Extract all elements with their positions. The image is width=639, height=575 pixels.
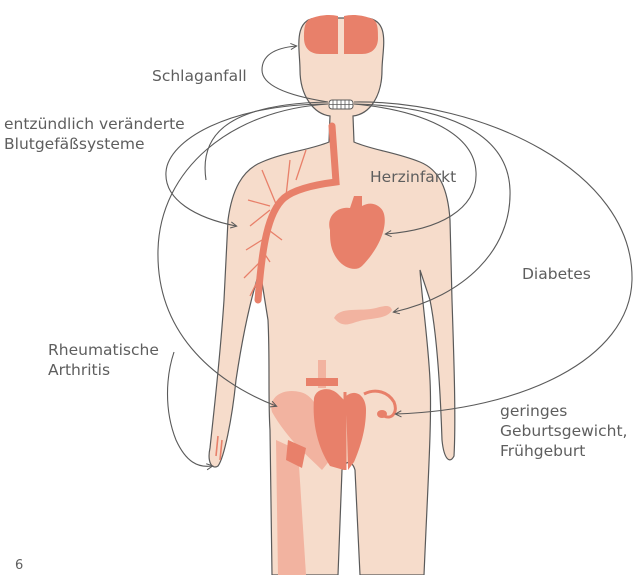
label-rheumatoid-arthritis: Rheumatische Arthritis [48,340,159,380]
label-rheumatoid-arthritis-line2: Arthritis [48,360,159,380]
femur [276,440,306,575]
label-rheumatoid-arthritis-line1: Rheumatische [48,340,159,360]
label-inflamed-vessels-line1: entzündlich veränderte [4,114,185,134]
label-stroke: Schlaganfall [152,66,247,86]
page-number: 6 [15,558,23,573]
label-inflamed-vessels: entzündlich veränderte Blutgefäßsysteme [4,114,185,154]
label-birth-outcomes-line2: Geburtsgewicht, [500,421,627,441]
label-heart-attack: Herzinfarkt [370,167,456,187]
label-diabetes: Diabetes [522,264,591,284]
label-inflamed-vessels-line2: Blutgefäßsysteme [4,134,185,154]
label-birth-outcomes-line1: geringes [500,401,627,421]
mouth [329,100,353,109]
label-birth-outcomes-line3: Frühgeburt [500,441,627,461]
label-birth-outcomes: geringes Geburtsgewicht, Frühgeburt [500,401,627,461]
